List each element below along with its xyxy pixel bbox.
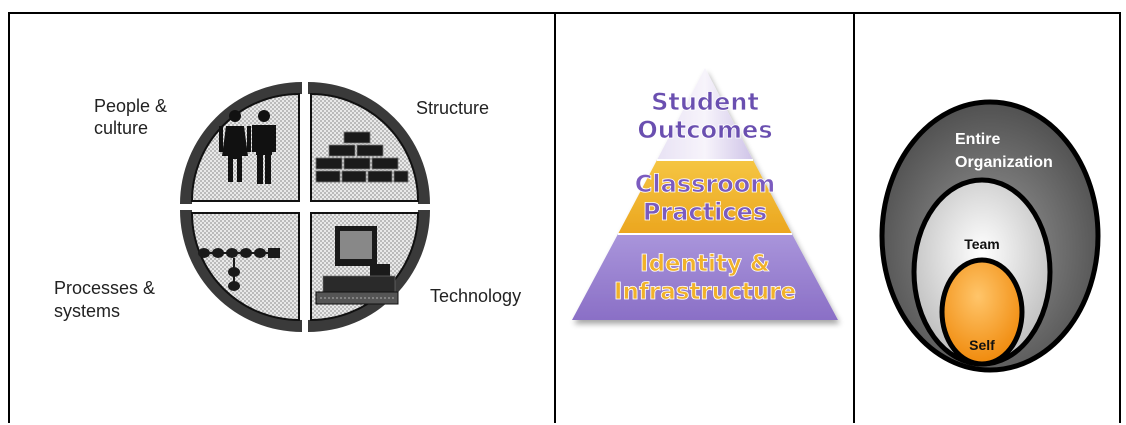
tier-label-middle-line2: Practices [643,198,767,226]
brick-pyramid-icon [315,131,409,183]
tier-label-top-line1: Student [651,88,759,116]
circle-label-self: Self [969,337,995,353]
pyramid-diagram: Student Outcomes Classroom Practices Ide… [572,68,838,320]
pyramid-tier-top [657,68,753,160]
circle-label-organization: Organization [955,154,1053,171]
circle-self [939,257,1025,367]
panel-pyramid: Student Outcomes Classroom Practices Ide… [554,12,853,423]
label-people-culture-line1: People & [94,96,167,116]
tier-label-bottom-line1: Identity & [640,251,770,277]
label-technology: Technology [430,286,521,306]
tier-label-top-line2: Outcomes [637,116,772,144]
tier-label-middle-line1: Classroom [635,170,775,198]
quadrant-diagram: People & culture Structure Processes & s… [54,82,521,332]
nested-circles-diagram: Entire Organization Team Self [879,99,1101,373]
panel-organization-quadrants: People & culture Structure Processes & s… [8,12,554,423]
label-structure: Structure [416,98,489,118]
label-processes-line2: systems [54,301,120,321]
people-icon [219,110,276,184]
panel-nested-circles: Entire Organization Team Self [853,12,1121,423]
process-flow-icon [198,248,280,291]
pyramid-tier-middle [618,160,792,234]
label-people-culture-line2: culture [94,118,148,138]
quadrant-processes [190,212,300,322]
label-processes-line1: Processes & [54,278,155,298]
circle-label-entire: Entire [955,131,1000,148]
pyramid-tier-bottom [572,234,838,320]
circle-label-team: Team [964,236,1000,252]
computer-icon [315,226,399,305]
tier-label-bottom-line2: Infrastructure [614,279,796,305]
